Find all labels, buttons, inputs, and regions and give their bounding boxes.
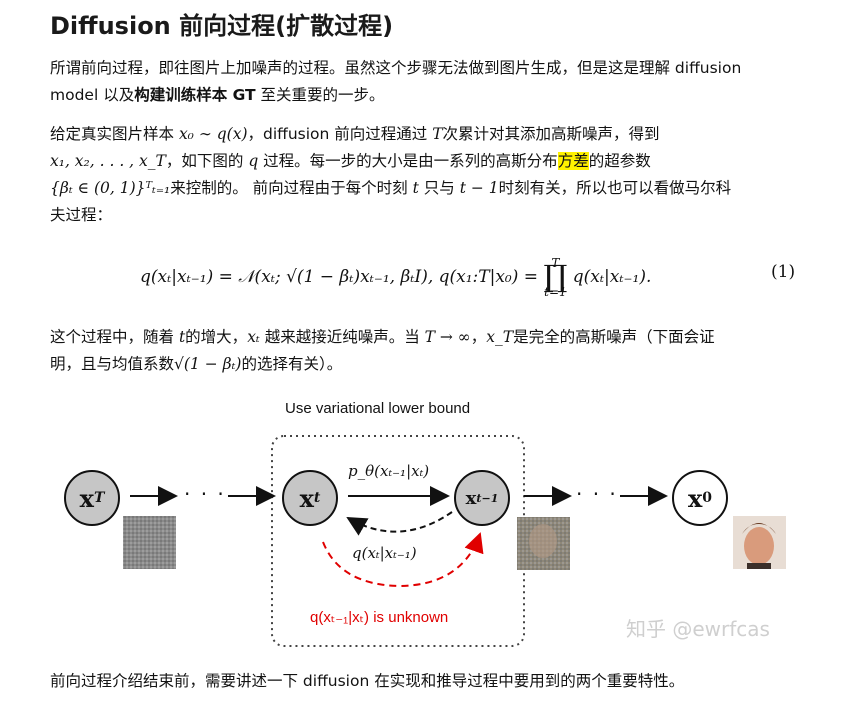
arrow-q-dashed bbox=[346, 511, 453, 536]
watermark: 知乎 @ewrfcas bbox=[626, 617, 770, 641]
def-line-2: x₁, x₂, . . . , x_T，如下图的 q 过程。每一步的大小是由一系… bbox=[50, 152, 651, 170]
def-line-4: 夫过程： bbox=[50, 206, 113, 224]
product-symbol: ∏ bbox=[543, 259, 568, 295]
noisy-face-image bbox=[517, 517, 570, 570]
def-line-1: 给定真实图片样本 x₀ ∼ q(x)，diffusion 前向过程通过 T次累计… bbox=[50, 125, 660, 143]
dotted-box bbox=[271, 435, 525, 647]
dots-right: · · · bbox=[576, 482, 618, 506]
bold-phrase: 构建训练样本 GT bbox=[134, 86, 256, 104]
intro-line-2: model 以及构建训练样本 GT 至关重要的一步。 bbox=[50, 86, 385, 104]
limit-paragraph: 这个过程中，随着 t的增大，xₜ 越来越接近纯噪声。当 T → ∞，x_T是完全… bbox=[50, 324, 810, 378]
dots-left: · · · bbox=[184, 482, 226, 506]
intro-paragraph: 所谓前向过程，即往图片上加噪声的过程。虽然这个步骤无法做到图片生成，但是这是理解… bbox=[50, 55, 810, 109]
limit-line-2: 明，且与均值系数√(1 − βₜ)的选择有关）。 bbox=[50, 355, 343, 373]
label-unknown: q(xₜ₋₁|xₜ) is unknown bbox=[310, 609, 449, 626]
label-q: q(xₜ|xₜ₋₁) bbox=[352, 544, 417, 562]
highlighted-term: 方差 bbox=[557, 152, 589, 170]
arrow-red-unknown bbox=[322, 532, 484, 588]
equation-number: (1) bbox=[771, 262, 796, 282]
limit-line-1: 这个过程中，随着 t的增大，xₜ 越来越接近纯噪声。当 T → ∞，x_T是完全… bbox=[50, 328, 715, 346]
label-p-theta: p_θ(xₜ₋₁|xₜ) bbox=[348, 462, 430, 480]
intro-line-1: 所谓前向过程，即往图片上加噪声的过程。虽然这个步骤无法做到图片生成，但是这是理解… bbox=[50, 59, 742, 77]
math-x0-q: x₀ ∼ q(x) bbox=[178, 125, 248, 143]
clean-face-image bbox=[733, 516, 786, 569]
math-sequence: x₁, x₂, . . . , x_T bbox=[50, 152, 166, 170]
box-label: Use variational lower bound bbox=[285, 400, 471, 417]
def-line-3: {βₜ ∈ (0, 1)}ᵀₜ₌₁来控制的。 前向过程由于每个时刻 t 只与 t… bbox=[50, 179, 732, 197]
math-beta-set: {βₜ ∈ (0, 1)}ᵀₜ₌₁ bbox=[50, 179, 171, 197]
closing-paragraph: 前向过程介绍结束前，需要讲述一下 diffusion 在实现和推导过程中要用到的… bbox=[50, 672, 685, 690]
definition-paragraph: 给定真实图片样本 x₀ ∼ q(x)，diffusion 前向过程通过 T次累计… bbox=[50, 121, 810, 229]
page-title: Diffusion 前向过程(扩散过程) bbox=[50, 12, 394, 40]
equation-1: q(xₜ|xₜ₋₁) = 𝒩(xₜ; √(1 − βₜ)xₜ₋₁, βₜI), … bbox=[140, 256, 652, 299]
noise-image-xT bbox=[123, 516, 176, 569]
